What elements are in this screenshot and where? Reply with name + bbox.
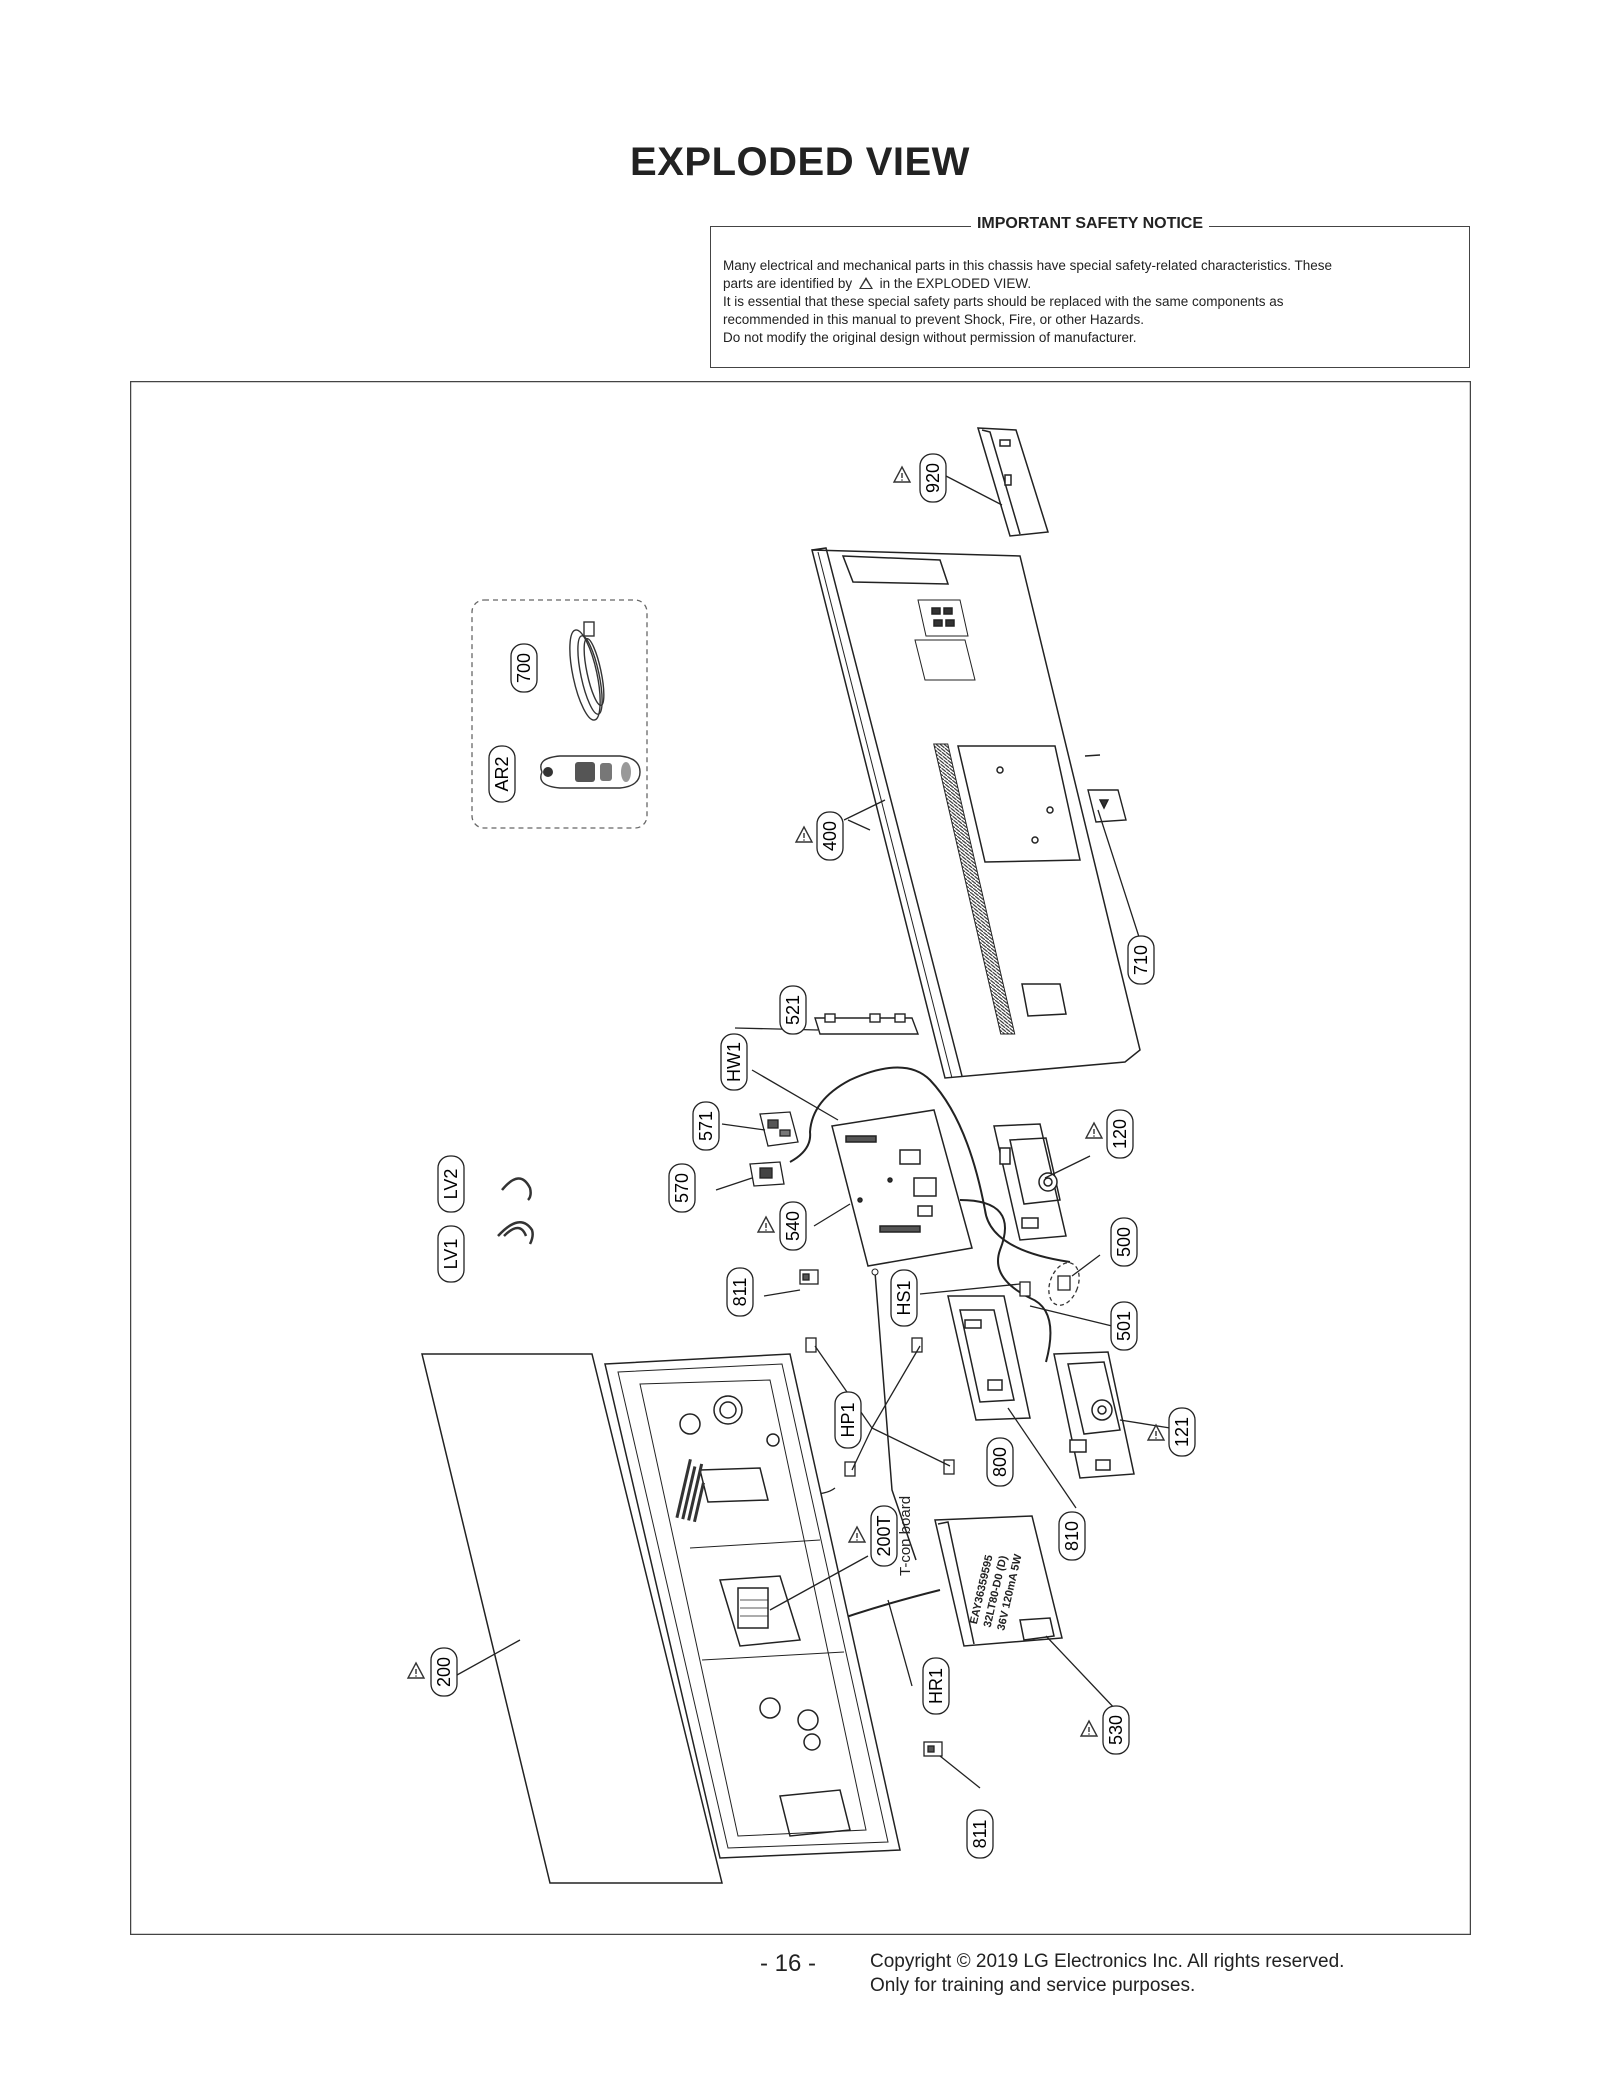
svg-text:540: 540 bbox=[783, 1211, 803, 1241]
svg-text:810: 810 bbox=[1062, 1521, 1082, 1551]
svg-text:AR2: AR2 bbox=[492, 756, 512, 791]
label-200: 200 bbox=[430, 1647, 458, 1697]
safety-notice-body: Many electrical and mechanical parts in … bbox=[723, 257, 1457, 347]
cable-hp1 bbox=[874, 1271, 917, 1561]
label-HS1: HS1 bbox=[890, 1269, 918, 1327]
label-HR1: HR1 bbox=[922, 1657, 950, 1715]
hinge-811-bottom-part bbox=[923, 1741, 943, 1757]
label-AR2: AR2 bbox=[488, 745, 516, 803]
label-400: 400 bbox=[816, 811, 844, 861]
copyright-text: Copyright © 2019 LG Electronics Inc. All… bbox=[870, 1951, 1345, 1972]
label-570: 570 bbox=[668, 1163, 696, 1213]
warning-triangle-icon bbox=[858, 277, 873, 289]
power-board-530-part bbox=[934, 1515, 1063, 1647]
label-tcon-board: T-con board bbox=[897, 1496, 914, 1576]
svg-text:811: 811 bbox=[970, 1820, 990, 1849]
svg-text:HS1: HS1 bbox=[894, 1280, 914, 1315]
exploded-view-diagram: EAY36359595 32LT80-D0 (D) 36V 120mA 5W bbox=[130, 381, 1471, 1935]
svg-text:121: 121 bbox=[1172, 1417, 1192, 1447]
svg-text:HR1: HR1 bbox=[926, 1668, 946, 1704]
svg-text:811: 811 bbox=[730, 1278, 750, 1307]
svg-text:400: 400 bbox=[820, 821, 840, 851]
remote-control-icon bbox=[540, 755, 641, 789]
page-title: EXPLODED VIEW bbox=[630, 140, 970, 184]
svg-text:710: 710 bbox=[1131, 945, 1151, 975]
svg-text:LV1: LV1 bbox=[441, 1239, 461, 1270]
speaker-121-part bbox=[1053, 1351, 1135, 1479]
wire-harness bbox=[959, 1199, 1052, 1363]
svg-text:LV2: LV2 bbox=[441, 1169, 461, 1200]
label-200T: 200T bbox=[870, 1505, 898, 1567]
board-571-part bbox=[759, 1111, 799, 1147]
board-570-part bbox=[749, 1161, 785, 1187]
notice-line-1: Many electrical and mechanical parts in … bbox=[723, 258, 1333, 273]
notice-line-2a: parts are identified by bbox=[723, 276, 853, 291]
panel-200-part bbox=[421, 1353, 723, 1884]
svg-text:200T: 200T bbox=[874, 1515, 894, 1556]
svg-text:570: 570 bbox=[672, 1173, 692, 1203]
svg-text:HP1: HP1 bbox=[838, 1402, 858, 1437]
svg-text:500: 500 bbox=[1114, 1227, 1134, 1257]
svg-text:700: 700 bbox=[514, 653, 534, 683]
notice-line-3: It is essential that these special safet… bbox=[723, 294, 1284, 309]
bracket-521-part bbox=[814, 1013, 920, 1035]
power-cord-icon bbox=[569, 621, 605, 721]
purpose-text: Only for training and service purposes. bbox=[870, 1975, 1196, 1996]
bracket-810-part bbox=[947, 1295, 1031, 1421]
label-571: 571 bbox=[692, 1101, 720, 1151]
label-500: 500 bbox=[1110, 1217, 1138, 1267]
label-120: 120 bbox=[1106, 1109, 1134, 1159]
label-521: 521 bbox=[779, 985, 807, 1035]
notice-line-2b: in the EXPLODED VIEW. bbox=[879, 276, 1032, 291]
label-HP1: HP1 bbox=[834, 1391, 862, 1449]
hinge-811-top-part bbox=[799, 1269, 819, 1285]
label-501: 501 bbox=[1110, 1301, 1138, 1351]
svg-text:521: 521 bbox=[783, 995, 803, 1025]
label-530: 530 bbox=[1102, 1705, 1130, 1755]
svg-text:120: 120 bbox=[1110, 1119, 1130, 1149]
page-number: - 16 - bbox=[760, 1950, 817, 1977]
accessory-box bbox=[471, 599, 648, 829]
cover-920-part bbox=[976, 427, 1049, 537]
safety-notice-box: IMPORTANT SAFETY NOTICE Many electrical … bbox=[710, 215, 1470, 368]
svg-text:501: 501 bbox=[1114, 1311, 1134, 1341]
brackets-800-part bbox=[805, 1281, 1031, 1477]
svg-text:571: 571 bbox=[696, 1111, 716, 1141]
svg-text:200: 200 bbox=[434, 1657, 454, 1687]
safety-notice-heading: IMPORTANT SAFETY NOTICE bbox=[970, 215, 1210, 232]
main-board-540-part bbox=[831, 1109, 973, 1267]
svg-text:HW1: HW1 bbox=[724, 1042, 744, 1082]
speaker-120-part bbox=[993, 1123, 1067, 1241]
vent-grille bbox=[933, 743, 1016, 1035]
label-710: 710 bbox=[1127, 935, 1155, 985]
svg-text:920: 920 bbox=[923, 463, 943, 493]
ir-receiver-outline bbox=[1048, 1262, 1080, 1306]
label-811-bottom: 811 bbox=[966, 1809, 994, 1859]
label-700: 700 bbox=[510, 643, 538, 693]
middle-frame-part bbox=[604, 1353, 901, 1859]
svg-text:800: 800 bbox=[990, 1447, 1010, 1477]
notice-line-5: Do not modify the original design withou… bbox=[723, 330, 1137, 345]
diagram-frame bbox=[130, 381, 1471, 1935]
lv-cables bbox=[497, 1177, 534, 1245]
label-810: 810 bbox=[1058, 1511, 1086, 1561]
label-540: 540 bbox=[779, 1201, 807, 1251]
copyright-block: Copyright © 2019 LG Electronics Inc. All… bbox=[870, 1950, 1344, 1998]
label-121: 121 bbox=[1168, 1407, 1196, 1457]
label-920: 920 bbox=[919, 453, 947, 503]
label-811-top: 811 bbox=[726, 1267, 754, 1317]
label-LV2: LV2 bbox=[437, 1155, 465, 1213]
svg-text:530: 530 bbox=[1106, 1715, 1126, 1745]
frame-text-block bbox=[675, 1458, 705, 1523]
label-HW1: HW1 bbox=[720, 1033, 748, 1091]
wire-hw1 bbox=[789, 1066, 1071, 1263]
notice-line-4: recommended in this manual to prevent Sh… bbox=[723, 312, 1144, 327]
label-LV1: LV1 bbox=[437, 1225, 465, 1283]
part-500 bbox=[1057, 1275, 1071, 1291]
label-800: 800 bbox=[986, 1437, 1014, 1487]
back-cover-part bbox=[811, 547, 1141, 1079]
plate-710-part bbox=[1087, 789, 1127, 823]
leader-lines bbox=[447, 475, 1171, 1789]
